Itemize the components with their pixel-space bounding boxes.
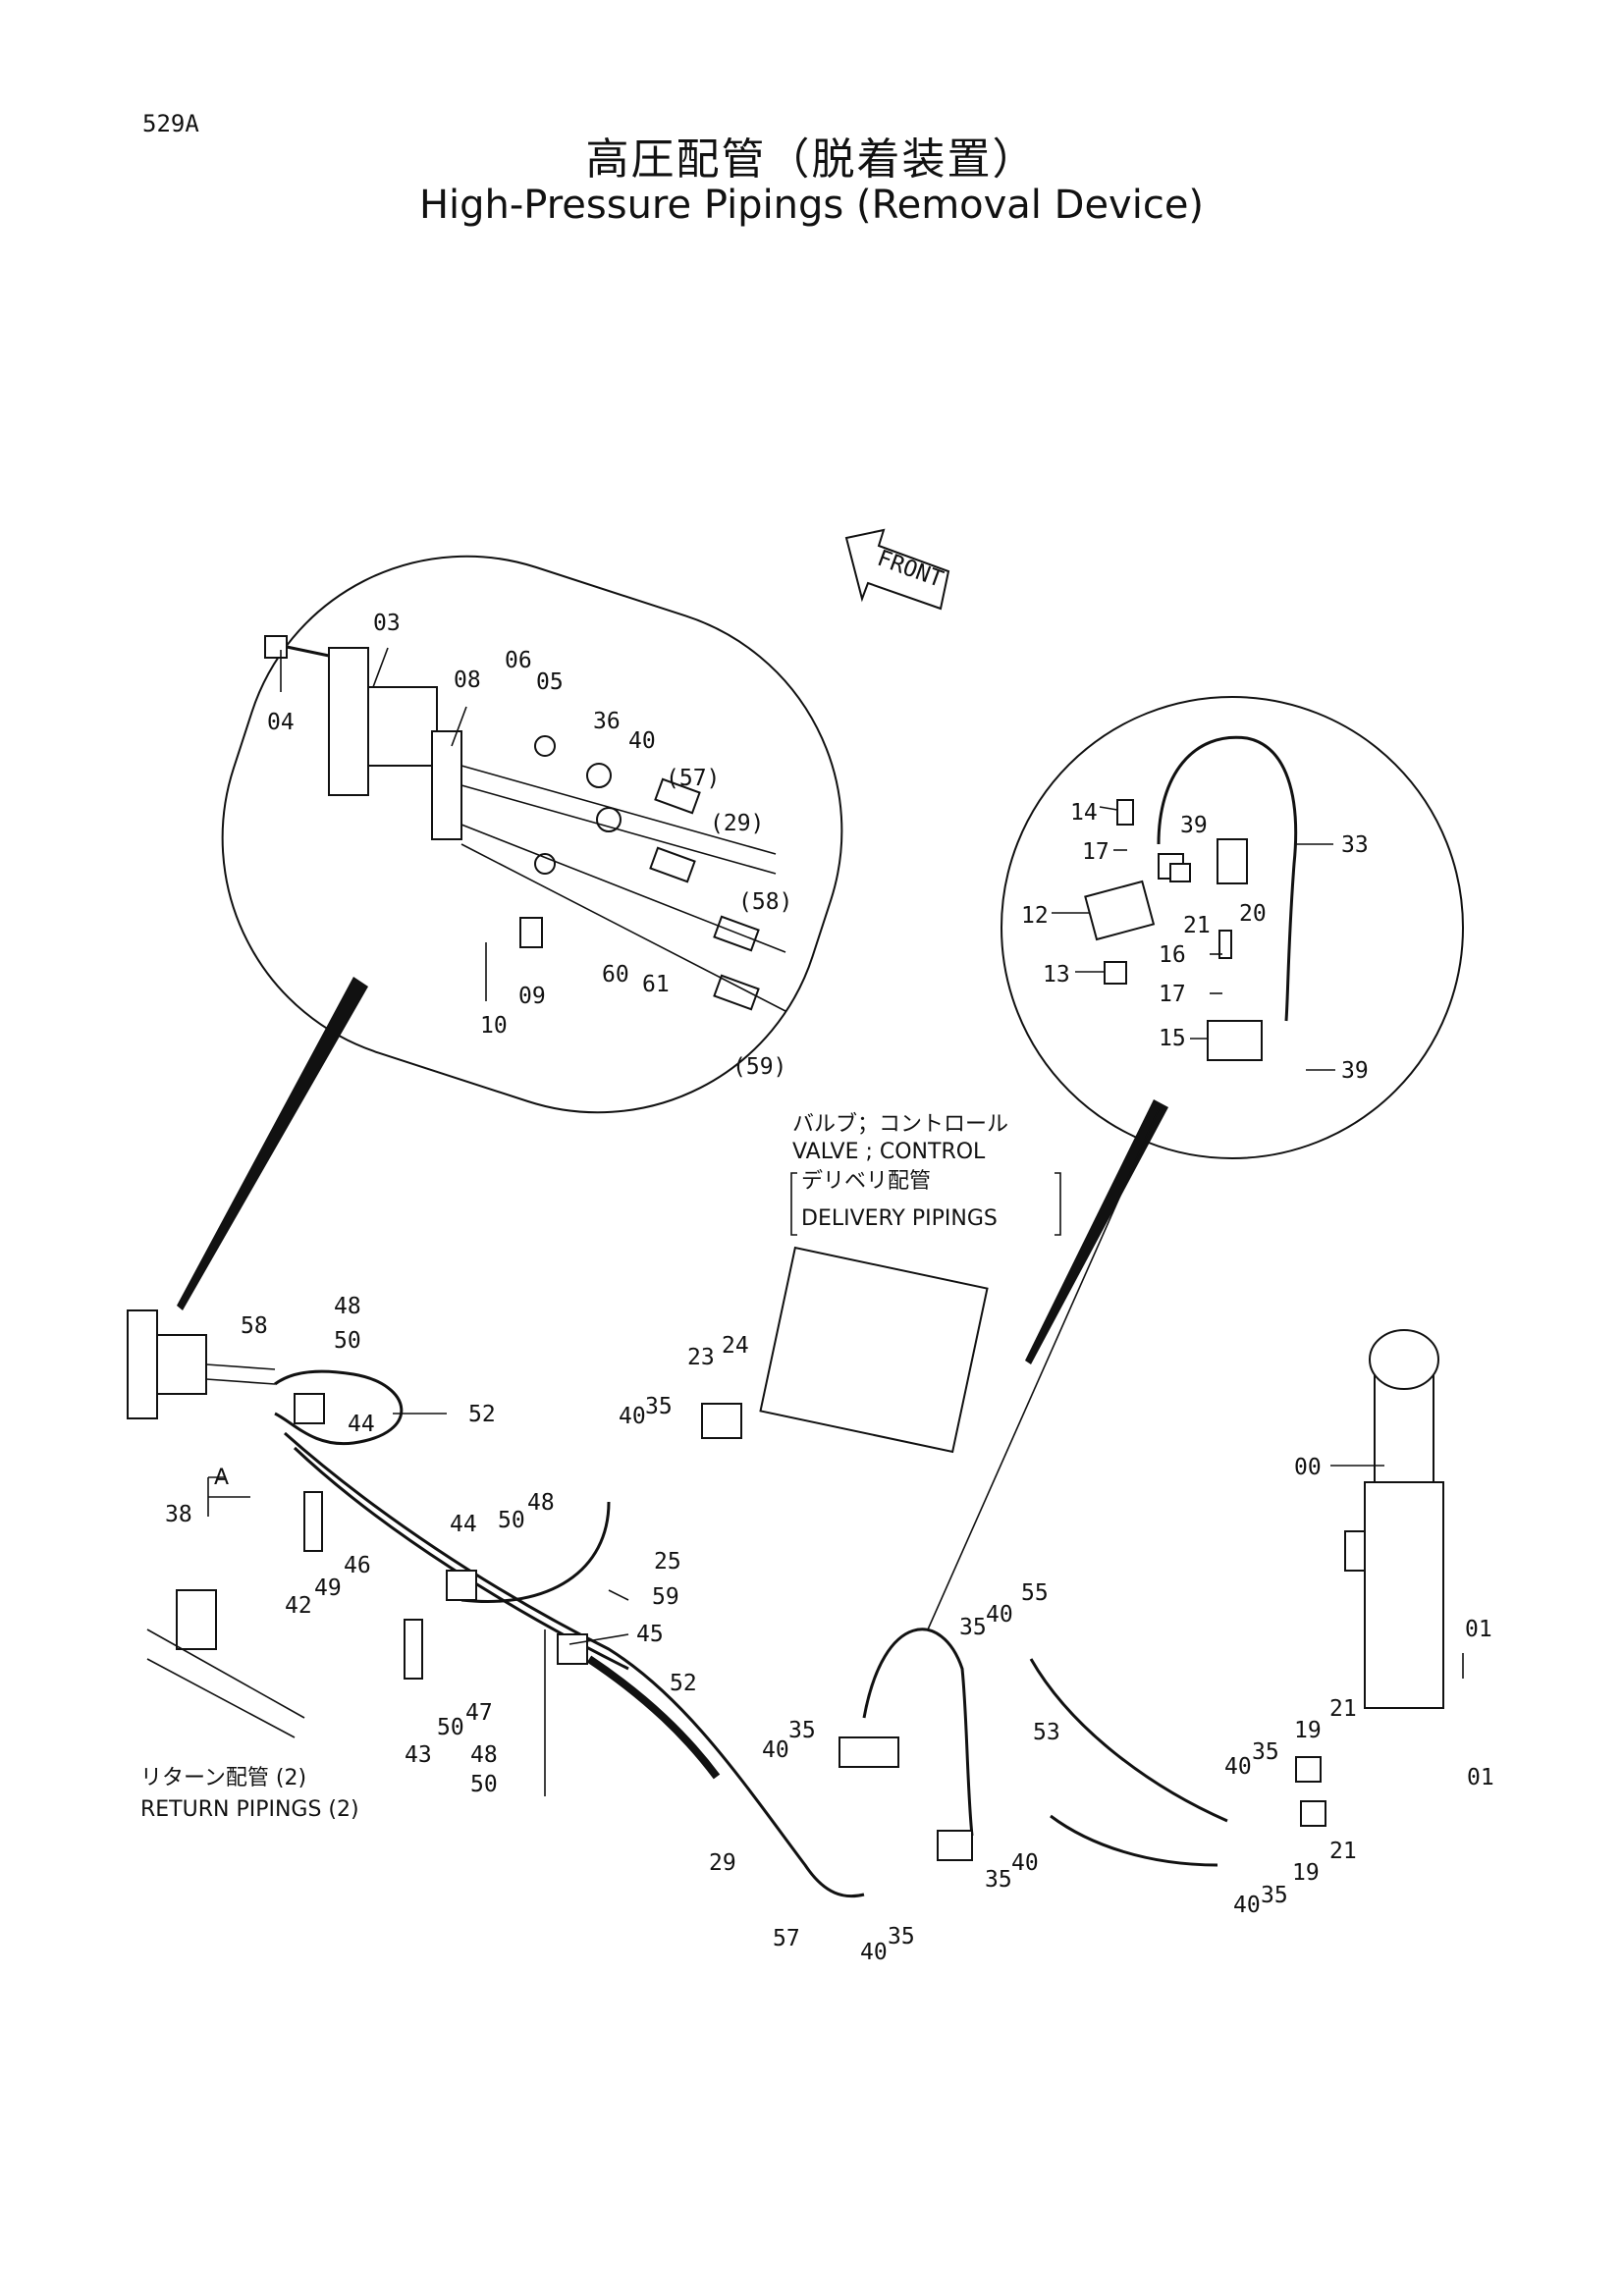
callout: 21 [1183, 913, 1211, 938]
callout: 35 [1252, 1739, 1279, 1765]
callout: 09 [518, 984, 546, 1009]
callout: 36 [593, 709, 621, 734]
callout: 35 [788, 1718, 816, 1743]
callout: 39 [1180, 813, 1208, 838]
callout: 21 [1329, 1839, 1357, 1864]
callout: 20 [1239, 901, 1267, 927]
detail-pointer-left [177, 977, 368, 1310]
callout: 35 [985, 1867, 1012, 1893]
callout: 10 [480, 1013, 508, 1039]
note-return-jp: リターン配管 (2) [140, 1766, 306, 1790]
callout: (29) [710, 811, 764, 836]
callout: 50 [334, 1328, 361, 1354]
callout: 47 [465, 1700, 493, 1726]
main-callouts: 48 58 50 52 44 38 42 49 46 44 50 48 40 3… [165, 1294, 1494, 1965]
callout: 48 [334, 1294, 361, 1319]
left-detail-view [221, 555, 843, 1114]
right-detail-callouts: 14 39 17 12 21 20 33 16 13 17 15 39 [1021, 800, 1369, 1084]
callout: 57 [773, 1926, 800, 1951]
callout: 38 [165, 1502, 192, 1527]
callout: 08 [454, 667, 481, 693]
callout: 49 [314, 1575, 342, 1601]
callout: 13 [1043, 962, 1070, 988]
callout: 17 [1082, 839, 1109, 865]
callout: 19 [1292, 1860, 1320, 1886]
callout: 60 [602, 962, 629, 988]
callout: 40 [1224, 1754, 1252, 1780]
callout: 45 [636, 1622, 664, 1647]
callout: 05 [536, 669, 564, 695]
callout: 46 [344, 1553, 371, 1578]
callout: 61 [642, 972, 670, 997]
callout: 55 [1021, 1580, 1049, 1606]
front-arrow-icon: FRONT [844, 528, 950, 611]
callout: (59) [732, 1054, 786, 1080]
note-delivery-en: DELIVERY PIPINGS [801, 1206, 998, 1231]
callout: 44 [348, 1412, 375, 1437]
callout: 14 [1070, 800, 1098, 826]
callout: 16 [1159, 942, 1186, 968]
note-delivery-jp: デリベリ配管 [801, 1169, 931, 1194]
callout: 52 [468, 1402, 496, 1427]
notes: バルブ；コントロール VALVE ; CONTROL デリベリ配管 DELIVE… [140, 1112, 1061, 1822]
callout: 01 [1465, 1617, 1492, 1642]
callout: 25 [654, 1549, 681, 1575]
callout: 35 [959, 1615, 987, 1640]
callout: 24 [722, 1333, 749, 1359]
note-valve-jp: バルブ；コントロール [792, 1112, 1008, 1137]
title-japanese: 高圧配管（脱着装置） [585, 134, 1038, 185]
callout: 48 [527, 1490, 555, 1516]
main-leaders [207, 1413, 1464, 1796]
callout: 40 [860, 1940, 888, 1965]
callout: 15 [1159, 1026, 1186, 1051]
callout: 43 [405, 1742, 432, 1768]
callout: 23 [687, 1345, 715, 1370]
callout: 17 [1159, 982, 1186, 1007]
callout: 04 [267, 710, 295, 735]
callout: 52 [670, 1671, 697, 1696]
detail-pointer-right [1025, 1099, 1168, 1364]
callout: 12 [1021, 903, 1049, 929]
callout: 35 [645, 1394, 673, 1419]
callout: 21 [1329, 1696, 1357, 1722]
callout: 39 [1341, 1058, 1369, 1084]
callout: 40 [619, 1404, 646, 1429]
callout: 42 [285, 1593, 312, 1619]
right-detail-view [1001, 696, 1464, 1159]
note-valve-en: VALVE ; CONTROL [792, 1140, 986, 1164]
callout: 35 [1261, 1883, 1288, 1908]
page-code: 529A [142, 110, 199, 137]
title-english: High-Pressure Pipings (Removal Device) [418, 183, 1205, 228]
callout: (57) [666, 766, 720, 791]
callout: 40 [1233, 1893, 1261, 1918]
callout: 40 [986, 1602, 1013, 1628]
callout: 06 [505, 648, 532, 673]
callout: 50 [498, 1508, 525, 1533]
callout: 00 [1294, 1455, 1322, 1480]
callout: 58 [241, 1313, 268, 1339]
callout: 03 [373, 611, 401, 636]
callout: 53 [1033, 1720, 1060, 1745]
callout: 50 [437, 1715, 464, 1740]
main-assembly [127, 1246, 1444, 1898]
callout: 59 [652, 1584, 679, 1610]
callout: 19 [1294, 1718, 1322, 1743]
note-return-en: RETURN PIPINGS (2) [140, 1797, 359, 1822]
left-detail-callouts: 03 04 08 06 05 36 40 (57) (29) (58) 09 6… [267, 611, 792, 1080]
callout: 33 [1341, 832, 1369, 858]
callout: 48 [470, 1742, 498, 1768]
callout: 50 [470, 1772, 498, 1797]
callout: 01 [1467, 1765, 1494, 1790]
callout: (58) [738, 889, 792, 915]
callout: 29 [709, 1850, 736, 1876]
callout: 40 [628, 728, 656, 754]
callout: 44 [450, 1512, 477, 1537]
callout: 40 [762, 1737, 789, 1763]
callout: 35 [888, 1924, 915, 1949]
callout: 40 [1011, 1850, 1039, 1876]
